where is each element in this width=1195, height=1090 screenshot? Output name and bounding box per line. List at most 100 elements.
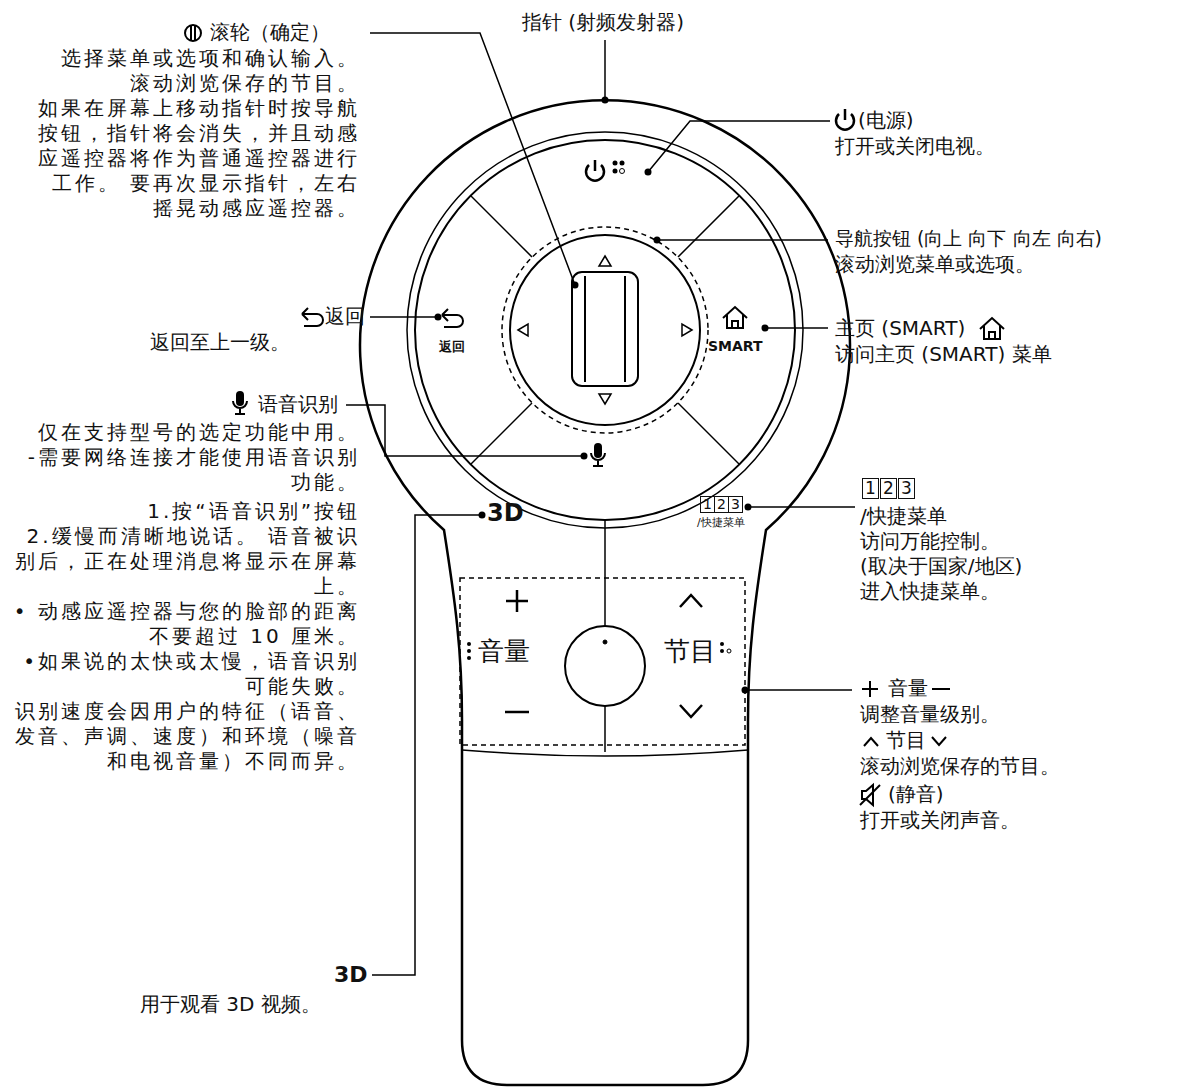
lower-panel	[680, 705, 702, 717]
navigation-ring	[471, 196, 532, 257]
lower-panel	[460, 520, 748, 756]
button-print: /快捷菜单	[697, 517, 745, 530]
description-text: 滚动浏览菜单或选项。	[835, 252, 1035, 277]
navigation-ring	[407, 132, 803, 528]
description-text: 如果在屏幕上移动指针时按导航按钮，指针将会消失，并且动感应遥控器将作为普通遥控器…	[30, 96, 360, 221]
leader-dots	[745, 504, 752, 511]
button-print: 3	[728, 496, 743, 513]
leader-dots	[602, 97, 609, 104]
button-name: (电源)	[858, 108, 914, 133]
button-print: 返回	[439, 340, 465, 355]
description-text: 2.缓慢而清晰地说话。 语音被识别后，正在处理消息将显示在屏幕上。	[10, 524, 360, 599]
navigation-ring	[471, 403, 532, 464]
direction-triangles	[599, 256, 611, 266]
scroll-wheel	[572, 272, 638, 386]
description-text: 1.按“语音识别”按钮	[10, 499, 360, 524]
description-text: 选择菜单或选项和确认输入。	[30, 46, 360, 71]
leader-dots	[645, 169, 652, 176]
lower-panel	[603, 640, 607, 644]
description-text: 打开或关闭声音。	[860, 808, 1020, 833]
leader-dots	[581, 453, 588, 460]
direction-triangles	[682, 324, 692, 336]
note-text: •如果说的太快或太慢，语音识别可能失败。	[10, 649, 360, 699]
description-text: 返回至上一级。	[150, 330, 290, 355]
navigation-ring	[510, 235, 700, 425]
indicator-dots	[727, 649, 731, 653]
callout-icons	[860, 785, 880, 805]
indicator-dots	[720, 649, 724, 653]
button-icons	[586, 160, 604, 181]
leader-lines	[346, 33, 855, 975]
button-name: 主页 (SMART)	[835, 316, 965, 341]
direction-triangles	[599, 394, 611, 404]
button-icons	[442, 309, 463, 327]
button-name: 滚轮（确定）	[210, 20, 330, 45]
lower-panel	[680, 595, 702, 607]
button-name: 语音识别	[258, 392, 338, 417]
indicator-dots	[467, 161, 731, 661]
button-name: 音量	[888, 676, 928, 701]
button-print: 2	[714, 496, 729, 513]
leader-dots	[654, 237, 661, 244]
direction-triangles	[518, 324, 528, 336]
direction-triangles	[518, 256, 692, 404]
leader-dots	[435, 314, 442, 321]
leader-dots	[479, 512, 486, 519]
button-print: 3D	[487, 500, 524, 528]
note-text: • 动感应遥控器与您的脸部的距离不要超过 10 厘米。	[10, 599, 360, 649]
indicator-dots	[467, 656, 471, 660]
lower-panel	[565, 626, 645, 706]
callout-icons	[185, 25, 201, 41]
leader-dots	[762, 325, 769, 332]
scroll-wheel	[572, 272, 638, 386]
callout-icons	[932, 688, 950, 690]
button-name: 返回	[325, 304, 365, 329]
description-text: 滚动浏览保存的节目。	[860, 754, 1060, 779]
scroll-wheel	[584, 276, 586, 382]
leader-dots	[742, 687, 749, 694]
callout-icons	[836, 109, 854, 130]
description-text: (取决于国家/地区)	[860, 554, 1187, 579]
button-name: 节目	[886, 728, 926, 753]
button-name: 1	[862, 478, 879, 499]
button-name: 导航按钮 (向上 向下 向左 向右)	[835, 226, 1102, 251]
scroll-wheel	[624, 276, 626, 382]
button-icons	[591, 443, 605, 466]
button-icons	[442, 160, 747, 676]
remote-body	[360, 100, 850, 1085]
description-text: 调整音量级别。	[860, 702, 1000, 727]
description-text: 用于观看 3D 视频。	[140, 992, 321, 1017]
leader-lines	[657, 239, 828, 241]
pointer-label: 指针 (射频发射器)	[522, 10, 684, 35]
indicator-dots	[613, 161, 618, 166]
leader-lines	[765, 327, 828, 329]
button-name: 3	[898, 478, 915, 499]
navigation-ring	[407, 132, 803, 528]
leader-lines	[370, 316, 438, 318]
leader-lines	[748, 506, 855, 508]
navigation-ring	[415, 140, 795, 520]
leader-lines	[604, 40, 606, 98]
leader-lines	[745, 689, 852, 691]
description-text: 访问万能控制。	[860, 529, 1187, 554]
callout-icons	[302, 308, 323, 326]
button-name: /快捷菜单	[860, 504, 947, 529]
navigation-ring	[678, 403, 739, 464]
button-name: 2	[880, 478, 897, 499]
navigation-ring	[502, 227, 708, 433]
callout-icons	[862, 681, 878, 697]
callout-icons	[233, 391, 247, 414]
leader-lines	[346, 405, 584, 456]
leader-dots	[435, 97, 769, 694]
remote-body	[360, 100, 850, 1085]
indicator-dots	[467, 649, 471, 653]
lower-panel	[505, 711, 529, 714]
indicator-dots	[467, 642, 471, 646]
callout-icons	[932, 737, 946, 745]
lower-panel	[462, 750, 748, 756]
leader-lines	[372, 515, 482, 975]
note-text: 识别速度会因用户的特征（语音、发音、声调、速度）和环境（噪音和电视音量）不同而异…	[10, 699, 360, 774]
button-name: 3D	[334, 962, 368, 987]
